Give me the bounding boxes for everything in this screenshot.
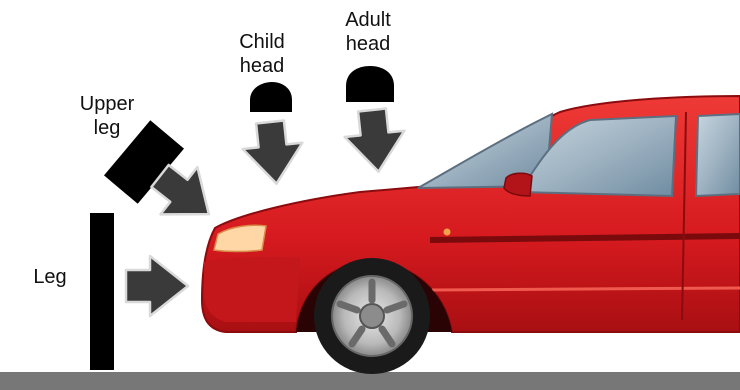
front-wheel bbox=[314, 258, 430, 374]
adult-head-arrow bbox=[342, 107, 408, 175]
rear-window bbox=[696, 114, 740, 196]
side-highlight bbox=[432, 288, 740, 290]
side-stripe bbox=[430, 236, 740, 240]
adult-head-label-line1: Adult bbox=[338, 8, 398, 32]
side-mirror bbox=[504, 173, 532, 196]
upper-leg-label-line1: Upper bbox=[74, 92, 140, 116]
front-bumper bbox=[204, 257, 300, 322]
adult-head-impactor bbox=[346, 66, 394, 102]
child-head-impactor bbox=[250, 82, 292, 112]
child-head-label: Child head bbox=[232, 30, 292, 78]
child-head-arrow bbox=[240, 119, 306, 187]
side-marker bbox=[444, 229, 451, 236]
ground-strip bbox=[0, 372, 740, 390]
upper-leg-label: Upper leg bbox=[74, 92, 140, 140]
adult-head-label-line2: head bbox=[338, 32, 398, 56]
leg-label: Leg bbox=[28, 265, 72, 289]
upper-leg-label-line2: leg bbox=[74, 116, 140, 140]
leg-arrow bbox=[126, 256, 188, 316]
leg-impactor bbox=[90, 213, 114, 370]
adult-head-label: Adult head bbox=[338, 8, 398, 56]
child-head-label-line1: Child bbox=[232, 30, 292, 54]
child-head-label-line2: head bbox=[232, 54, 292, 78]
